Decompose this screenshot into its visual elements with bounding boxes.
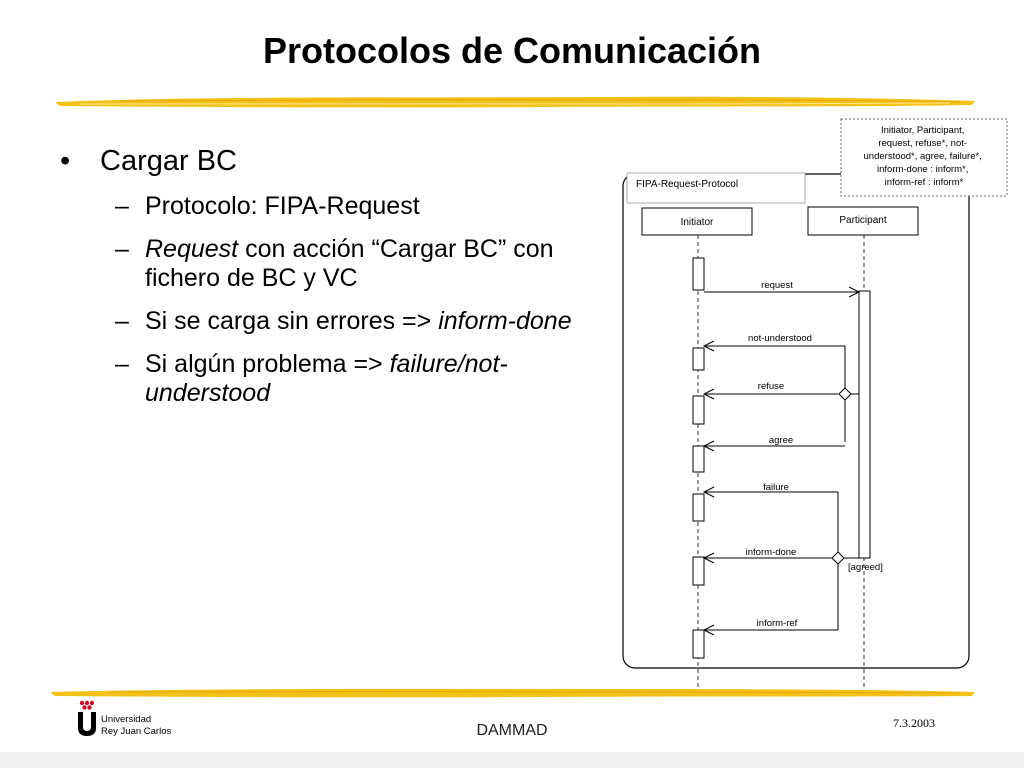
arrow-head [702, 340, 715, 352]
sub-bullet-emphasis: Request [145, 235, 239, 263]
arrow-head [702, 440, 715, 452]
sub-bullet-text: Si algún problema => [145, 350, 390, 378]
protocol-frame [622, 173, 970, 669]
note-line: inform-done : inform*, [877, 164, 968, 175]
arrow-head [702, 624, 715, 636]
guard-label: [agreed] [848, 562, 883, 573]
message-label: refuse [758, 381, 784, 392]
activation-bar [858, 290, 871, 559]
participant-box [807, 206, 919, 236]
sub-bullet-text: con acción “Cargar BC” con fichero de BC… [145, 235, 554, 292]
sub-bullet-emphasis: inform-done [438, 307, 572, 335]
note-line: request, refuse*, not- [878, 138, 967, 149]
top-divider-stroke [55, 96, 975, 108]
university-logo [78, 700, 96, 736]
arrow-head [848, 286, 861, 298]
bullet-text: Cargar BC [100, 145, 237, 177]
bullet-list: •Cargar BC –Protocolo: FIPA-Request –Req… [60, 145, 590, 422]
footer-date: 7.3.2003 [893, 716, 935, 730]
dash-marker: – [115, 235, 129, 263]
sub-bullet-item: –Request con acción “Cargar BC” con fich… [60, 235, 590, 293]
bullet-dot: • [60, 145, 71, 177]
initiator-label: Initiator [681, 217, 714, 228]
protocol-name: FIPA-Request-Protocol [636, 179, 738, 190]
arrow-head [702, 388, 715, 400]
participant-label: Participant [839, 215, 886, 226]
activation-bar [692, 629, 705, 659]
note-box [840, 118, 1008, 197]
bullet-item: • Cargar BC [60, 145, 590, 178]
decision-diamond [838, 387, 852, 401]
slide-title: Protocolos de Comunicación [262, 30, 762, 71]
activation-bar [692, 493, 705, 522]
initiator-box [641, 207, 753, 236]
message-label: not-understood [748, 333, 812, 344]
activation-bar [692, 395, 705, 425]
sub-bullet-emphasis: failure/not-understood [145, 350, 508, 407]
arrow-head [702, 486, 715, 498]
sub-bullet-item: –Si algún problema => failure/not-unders… [60, 350, 590, 408]
sub-bullet-text: Protocolo: FIPA-Request [145, 192, 420, 220]
message-label: failure [763, 482, 789, 493]
note-line: understood*, agree, failure*, [864, 151, 982, 162]
note-line: Initiator, Participant, [881, 125, 964, 136]
activation-bar [692, 347, 705, 371]
message-label: agree [769, 435, 793, 446]
message-label: inform-done [746, 547, 797, 558]
footer-center-text: DAMMAD [476, 722, 548, 739]
logo-text: Universidad Rey Juan Carlos [101, 714, 171, 738]
logo-line: Universidad [101, 714, 152, 725]
sub-bullet-item: –Si se carga sin errores => inform-done [60, 307, 590, 336]
dash-marker: – [115, 307, 129, 335]
dash-marker: – [115, 350, 129, 378]
message-label: inform-ref [757, 618, 798, 629]
activation-bar [692, 445, 705, 473]
protocol-name-box [626, 172, 806, 204]
dash-marker: – [115, 192, 129, 220]
bottom-divider-stroke [50, 688, 975, 698]
activation-bar [692, 257, 705, 291]
sub-bullet-item: –Protocolo: FIPA-Request [60, 192, 590, 221]
logo-line: Rey Juan Carlos [101, 726, 172, 737]
arrow-head [702, 552, 715, 564]
message-label: request [761, 280, 793, 291]
bottom-band [0, 752, 1024, 768]
decision-diamond [831, 551, 845, 565]
note-text: Initiator, Participant, request, refuse*… [864, 125, 985, 188]
activation-bar [692, 556, 705, 586]
note-line: inform-ref : inform* [885, 177, 964, 188]
sub-bullet-text: Si se carga sin errores => [145, 307, 439, 335]
